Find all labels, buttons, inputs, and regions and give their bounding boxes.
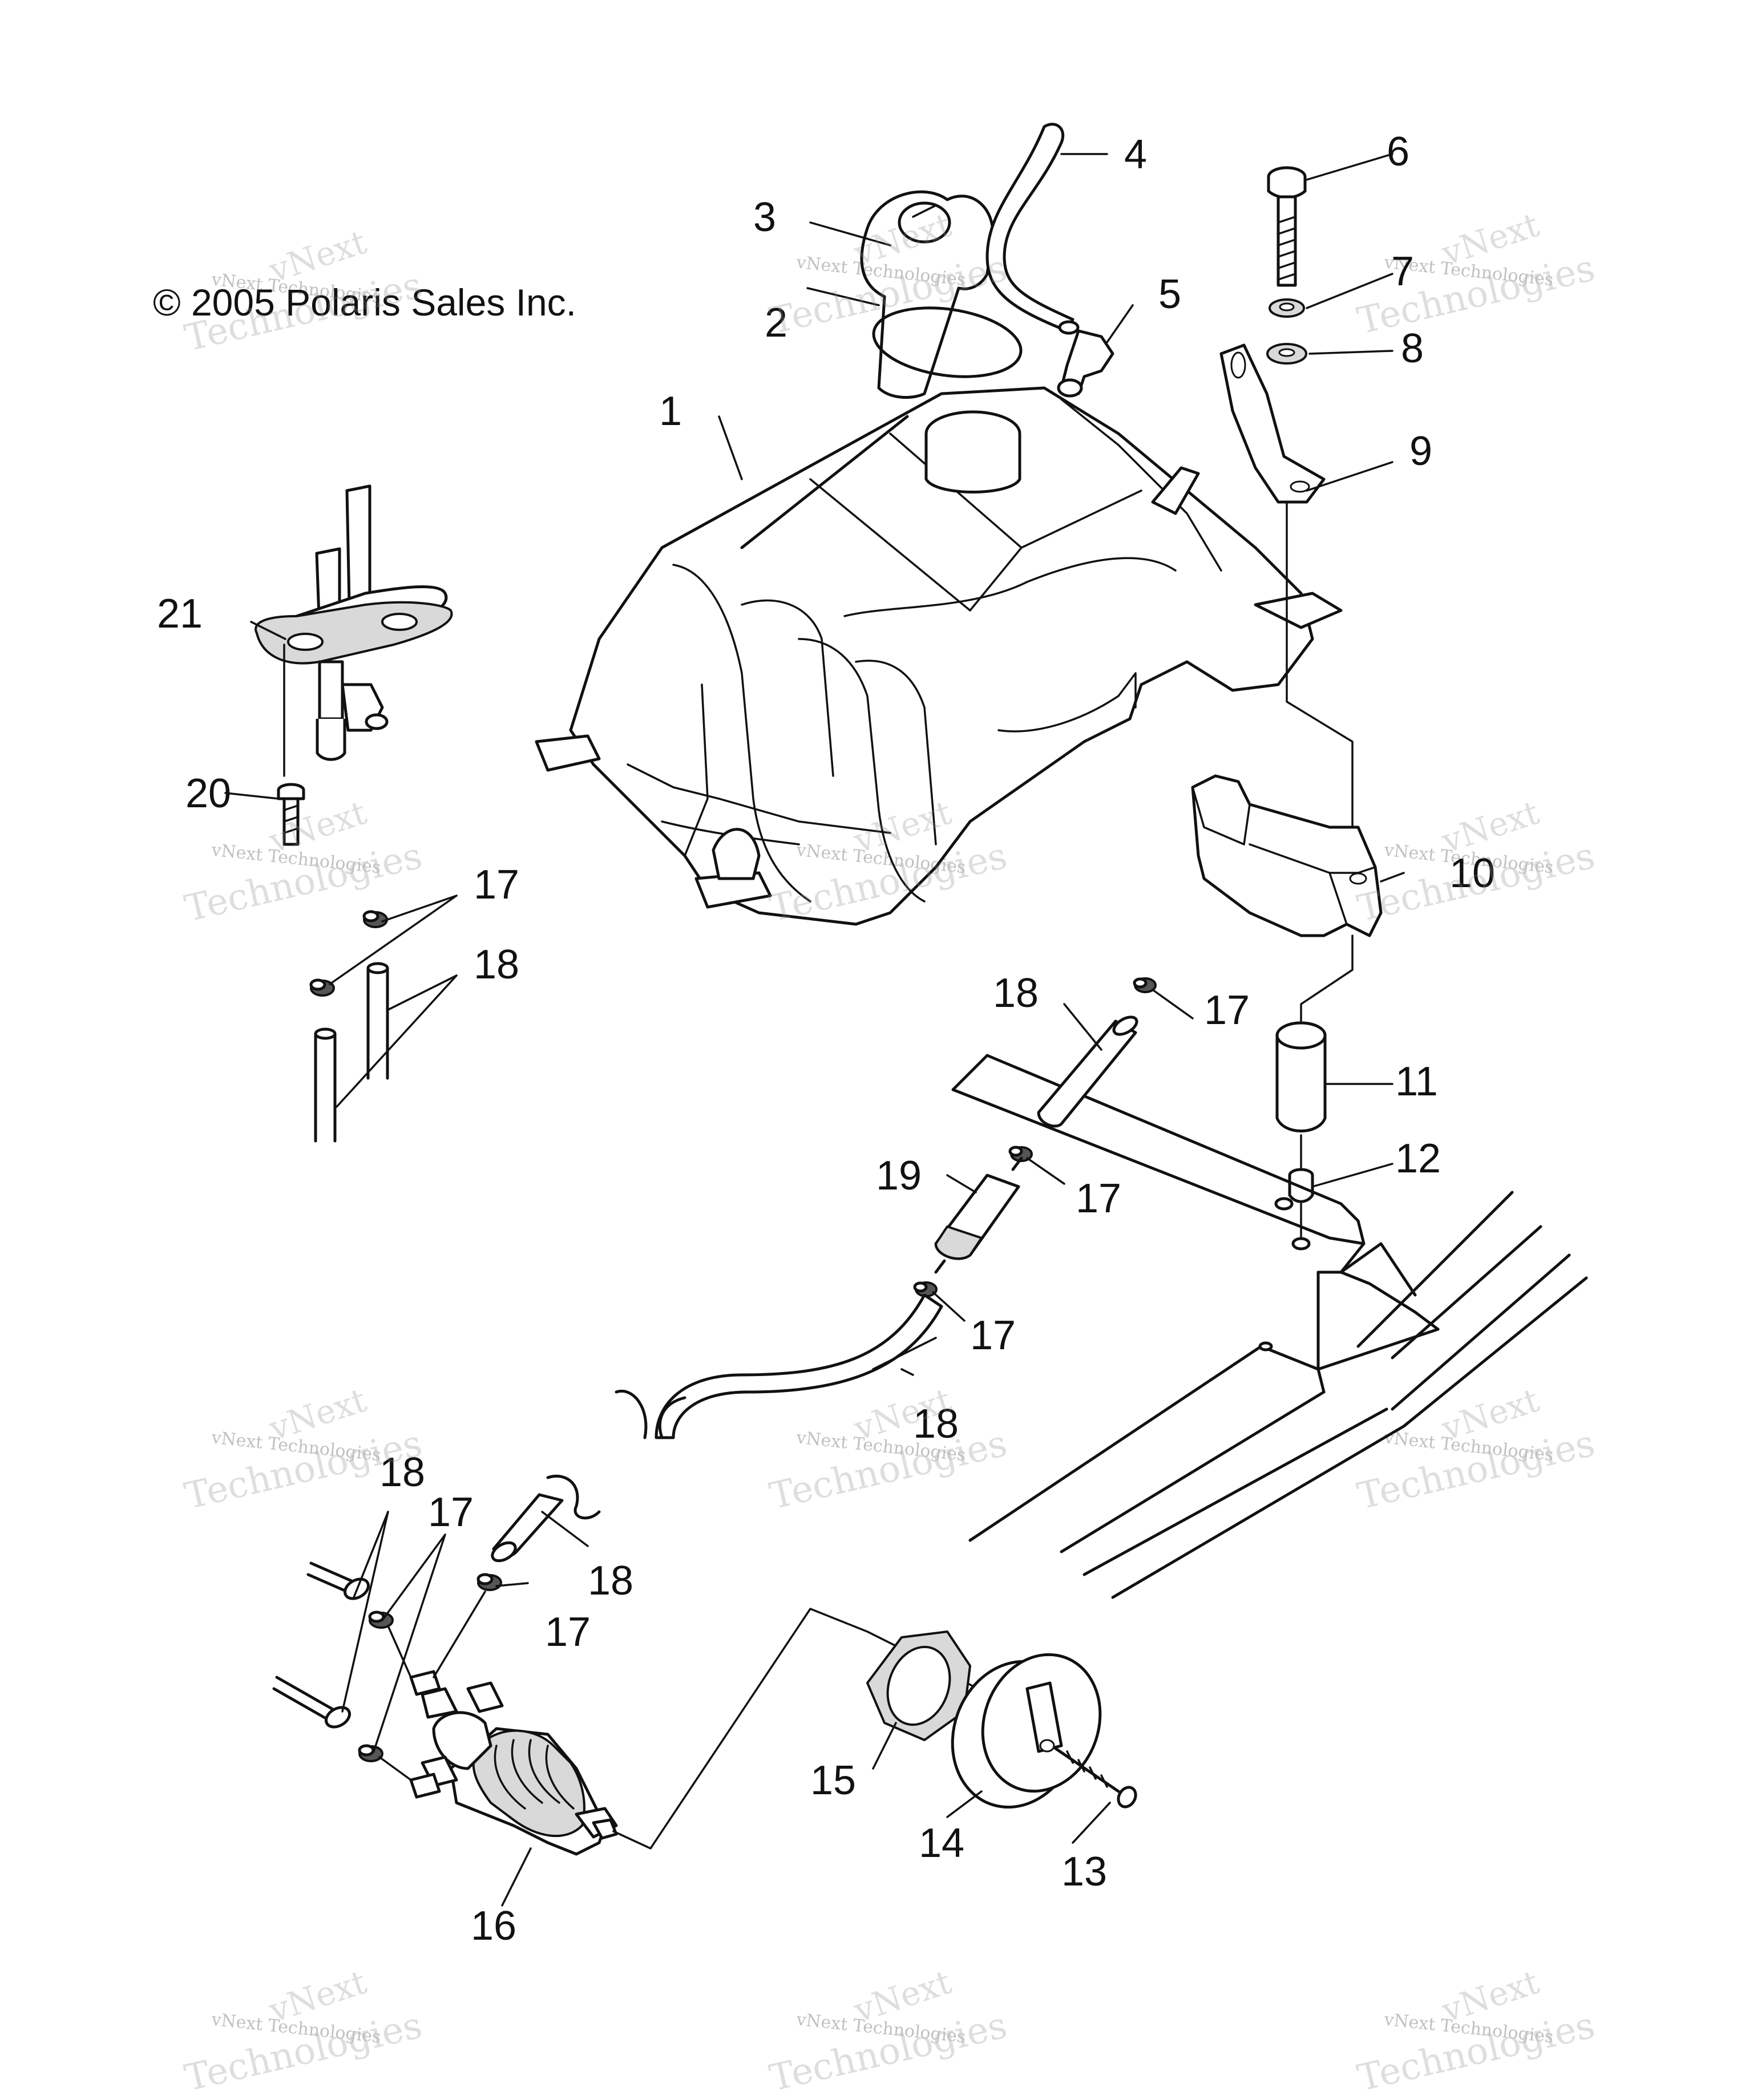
hose-clamp-part	[913, 1281, 938, 1297]
fuel-tank-part	[535, 386, 1343, 926]
screw-part	[277, 783, 305, 846]
hose-segment-part	[272, 1676, 351, 1729]
mount-bracket-part	[1219, 343, 1326, 504]
callout-17d: 17	[970, 1313, 1016, 1358]
callout-15: 15	[810, 1758, 856, 1803]
callout-17a: 17	[474, 862, 519, 908]
callout-6: 6	[1387, 129, 1409, 175]
frame-rails	[951, 1054, 1588, 1599]
hose-clamp-part	[358, 1744, 383, 1762]
callout-4: 4	[1124, 132, 1147, 177]
hose-segment-part	[491, 1474, 601, 1563]
copyright-notice: © 2005 Polaris Sales Inc.	[153, 281, 577, 323]
callout-19: 19	[876, 1153, 922, 1199]
callout-18a: 18	[474, 942, 519, 988]
callout-17e: 17	[428, 1490, 474, 1535]
leader-lines	[224, 153, 1405, 1907]
flat-washer-part	[1266, 343, 1307, 365]
fuel-valve-part	[255, 484, 453, 761]
callout-3: 3	[753, 195, 776, 240]
callout-18c: 18	[913, 1401, 959, 1447]
lock-washer-part	[1269, 298, 1305, 318]
vent-hose-part	[985, 123, 1080, 335]
o-ring-part	[872, 306, 1023, 378]
bolt-part	[1267, 166, 1307, 287]
callout-1: 1	[659, 389, 682, 434]
callout-numbers: 1 2 3 4 5 6 7 8 9 10 11 12 13 14 15 16 1…	[157, 129, 1495, 1949]
callout-17c: 17	[1076, 1176, 1121, 1221]
hose-clamp-part	[1133, 977, 1157, 993]
callout-7: 7	[1391, 249, 1414, 294]
callout-18b: 18	[993, 970, 1039, 1016]
callout-10: 10	[1449, 851, 1495, 896]
isolator-block-part	[1191, 774, 1383, 937]
hose-segment-part	[306, 1561, 370, 1600]
callout-5: 5	[1158, 272, 1181, 317]
fuel-filter-part	[934, 1156, 1023, 1274]
callout-9: 9	[1409, 428, 1432, 474]
fuel-pump-part	[409, 1670, 618, 1856]
fuel-hose-part	[615, 1293, 943, 1439]
callout-12: 12	[1395, 1136, 1441, 1181]
callout-13: 13	[1061, 1849, 1107, 1895]
hose-clamp-part	[309, 978, 335, 997]
hose-clamp-part	[368, 1611, 394, 1629]
callout-14: 14	[919, 1820, 964, 1866]
hose-segment-part	[366, 962, 389, 1080]
callout-18d: 18	[379, 1450, 425, 1495]
callout-16: 16	[471, 1903, 516, 1949]
callout-2: 2	[765, 300, 787, 346]
hose-clamp-part	[476, 1573, 502, 1591]
callout-17f: 17	[545, 1609, 591, 1655]
small-screw-part	[1054, 1747, 1137, 1808]
fuel-cap-part	[860, 190, 995, 399]
hose-clamp-part	[362, 910, 388, 928]
hose-segment-part	[1037, 1015, 1138, 1128]
callout-8: 8	[1401, 326, 1424, 371]
callout-17b: 17	[1204, 988, 1250, 1033]
spacer-sleeve-part	[1275, 1021, 1327, 1132]
callout-20: 20	[185, 771, 231, 816]
callout-21: 21	[157, 591, 203, 637]
hose-segment-part	[314, 1027, 337, 1143]
callout-18e: 18	[588, 1558, 633, 1604]
jam-nut-part	[866, 1630, 971, 1741]
callout-11: 11	[1395, 1059, 1438, 1104]
